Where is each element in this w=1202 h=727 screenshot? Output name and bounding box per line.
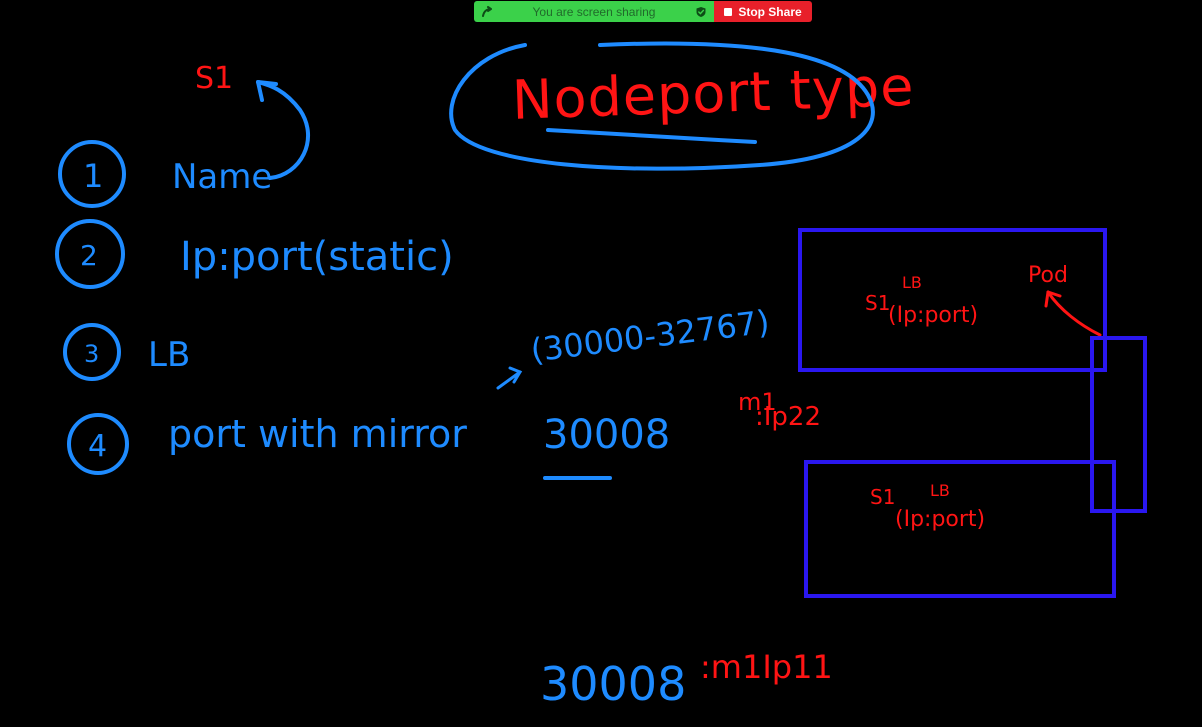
stop-share-label: Stop Share [738,4,802,19]
box-bottom-s1: S1 [870,485,895,509]
s1-label: S1 [195,61,233,96]
item-2-number: 2 [80,239,98,272]
title-text: Nodeport type [511,55,915,132]
box-top-ipport: (Ip:port) [888,303,978,328]
item-1-circle [58,140,126,208]
item-4-number: 4 [88,429,107,464]
stop-icon [724,7,733,16]
sharing-status: You are screen sharing [474,1,714,22]
node-box-top [798,228,1107,372]
pod-arrow [1046,290,1102,337]
pod-arrowhead [1044,290,1062,308]
node-box-bottom [804,460,1116,598]
m1-ip: :Ip22 [755,402,821,432]
port-value: 30008 [543,412,670,458]
title-circle [449,41,875,171]
item-4-circle [67,413,129,475]
box-bottom-ipport: (Ip:port) [895,507,985,532]
s1-arrow [256,80,311,180]
bottom-port: 30008 [540,657,686,711]
box-top-pod: Pod [1028,263,1068,288]
sharing-status-text: You are screen sharing [532,4,656,19]
m1-label: m1 [738,388,777,416]
item-2-circle [55,219,125,289]
item-4-text: port with mirror [168,412,467,456]
screen-sharing-bar: You are screen sharing Stop Share [474,1,812,22]
connector-box [1090,336,1147,513]
box-bottom-lb: LB [930,481,950,500]
shield-check-icon [694,5,708,19]
share-arrow-icon [480,5,494,19]
item-3-circle [63,323,121,381]
item-2-text: Ip:port(static) [180,234,454,280]
range-text: (30000-32767) [529,303,772,370]
box-top-lb: LB [902,273,922,292]
item-1-text: Name [172,157,272,197]
s1-arrowhead [256,80,278,102]
item-3-number: 3 [84,340,99,368]
box-top-s1: S1 [865,291,890,315]
bottom-ip: :m1Ip11 [700,648,833,686]
item-3-text: LB [148,335,190,375]
range-arrow [496,366,523,390]
item-1-number: 1 [83,157,103,195]
title-underline [546,128,757,144]
stop-share-button[interactable]: Stop Share [714,1,812,22]
